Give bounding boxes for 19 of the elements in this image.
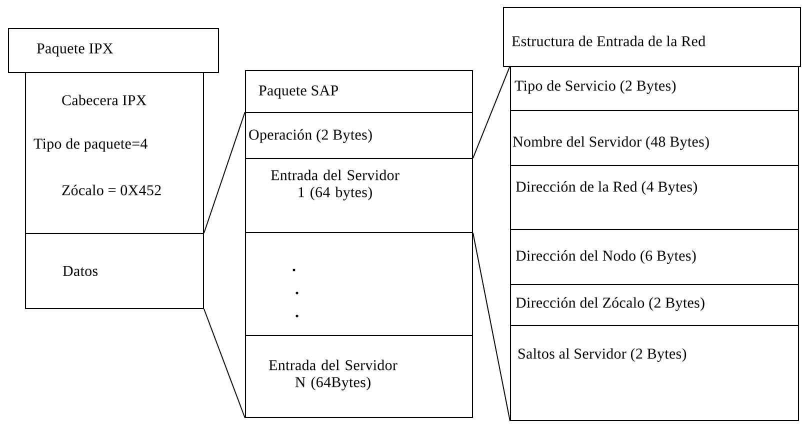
expansion-line bbox=[204, 112, 246, 234]
header-cell: Paquete IPX bbox=[8, 28, 219, 73]
field-cell: Tipo de Servicio (2 Bytes) bbox=[510, 66, 799, 111]
field-cell: Saltos al Servidor (2 Bytes) bbox=[510, 325, 799, 421]
field-cell: Dirección de la Red (4 Bytes) bbox=[510, 165, 799, 230]
header-cell: Estructura de Entrada de la Red bbox=[503, 7, 801, 67]
header-cell: Paquete SAP bbox=[245, 70, 473, 113]
expansion-line bbox=[472, 66, 510, 158]
field-cell: Cabecera IPX Tipo de paquete=4 Zócalo = 0X452 bbox=[25, 72, 204, 234]
field-cell: Entrada del Servidor N (64Bytes) bbox=[245, 335, 473, 418]
field-cell: Operación (2 Bytes) bbox=[245, 112, 473, 159]
field-cell: Entrada del Servidor 1 (64 bytes) bbox=[245, 158, 473, 233]
field-cell: Datos bbox=[25, 233, 204, 309]
empty-cell bbox=[245, 232, 473, 336]
field-cell: Nombre del Servidor (48 Bytes) bbox=[510, 110, 799, 166]
expansion-line bbox=[472, 232, 510, 422]
field-cell: Dirección del Nodo (6 Bytes) bbox=[510, 229, 799, 285]
field-cell: Dirección del Zócalo (2 Bytes) bbox=[510, 284, 799, 326]
expansion-line bbox=[204, 308, 246, 418]
